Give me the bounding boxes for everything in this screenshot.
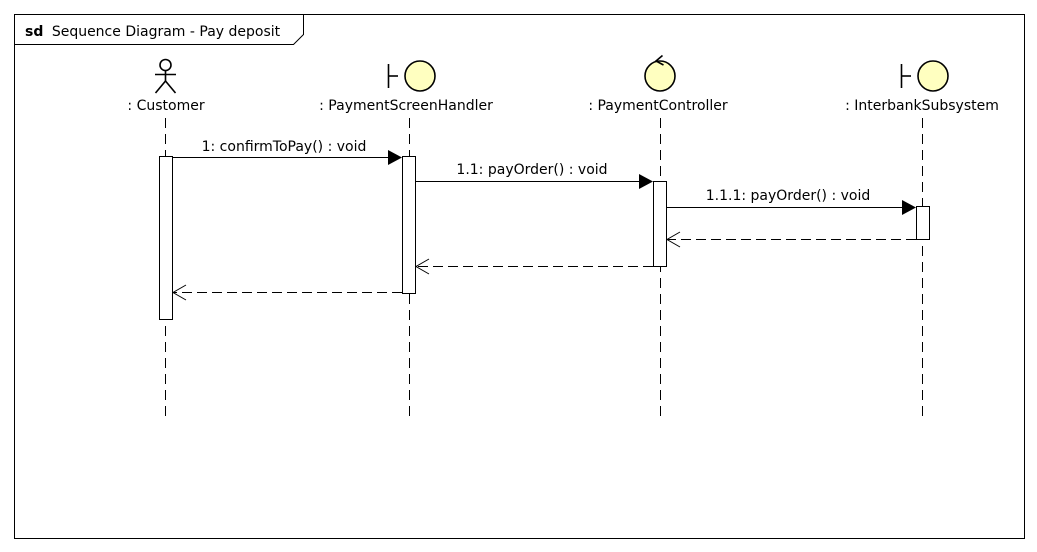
activation-screen [402, 156, 416, 294]
lifeline-label-customer: : Customer [127, 98, 204, 114]
return-message-1 [171, 284, 402, 301]
return-message-1-1-1 [665, 231, 916, 248]
boundary-icon [900, 60, 949, 92]
control-icon [644, 54, 676, 92]
message-1-1-1-label: 1.1.1: payOrder() : void [706, 188, 871, 204]
frame-title: Sequence Diagram - Pay deposit [52, 24, 281, 40]
boundary-icon [387, 60, 436, 92]
message-1-1-1: 1.1.1: payOrder() : void [666, 188, 916, 215]
frame-keyword: sd [25, 24, 43, 40]
return-message-1-1 [414, 258, 653, 275]
message-1-1-label: 1.1: payOrder() : void [456, 162, 607, 178]
message-1: 1: confirmToPay() : void [172, 139, 402, 165]
activation-controller [653, 181, 667, 267]
diagram-frame [14, 14, 1025, 539]
activation-customer [159, 156, 173, 320]
activation-interbank [916, 206, 930, 240]
lifeline-label-interbank: : InterbankSubsystem [845, 98, 999, 114]
lifeline-label-screen: : PaymentScreenHandler [319, 98, 493, 114]
message-1-1: 1.1: payOrder() : void [415, 162, 653, 189]
lifeline-label-controller: : PaymentController [588, 98, 728, 114]
message-1-label: 1: confirmToPay() : void [202, 139, 367, 155]
actor-icon [154, 58, 177, 94]
frame-tag [14, 14, 304, 45]
svg-text:sd Sequence Diagram - Pay: sd Sequence Diagram - Pay deposit [25, 24, 281, 40]
